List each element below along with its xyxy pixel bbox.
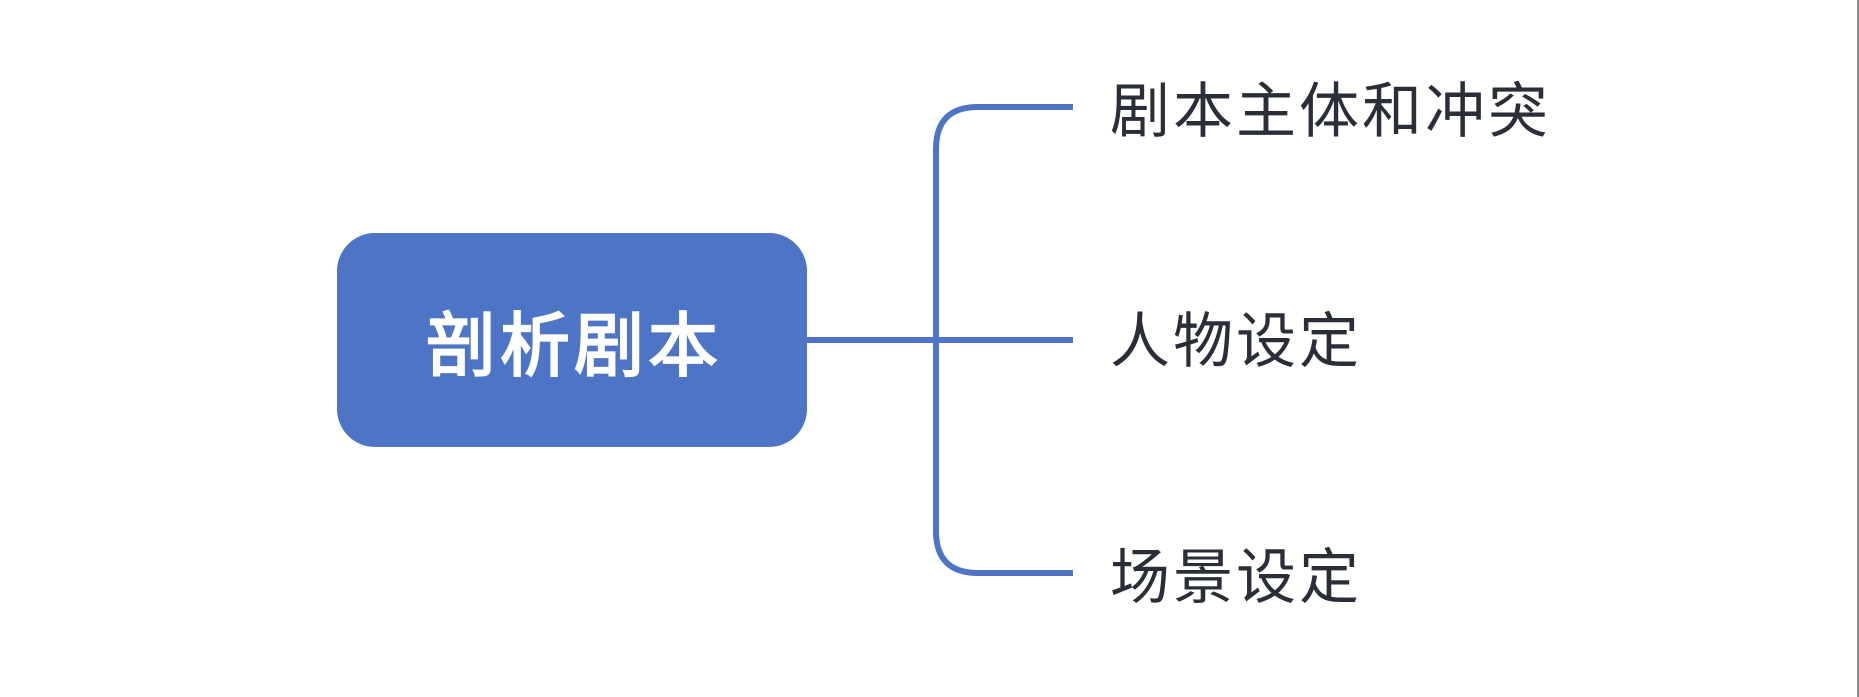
root-node[interactable]: 剖析剧本 [337,233,807,447]
root-node-label: 剖析剧本 [426,306,722,385]
branch-node-character-setting[interactable]: 人物设定 [1110,308,1362,375]
right-edge-divider [1857,0,1859,697]
branch-node-scene-setting[interactable]: 场景设定 [1110,544,1362,611]
branch-node-script-theme-conflict[interactable]: 剧本主体和冲突 [1110,78,1551,145]
